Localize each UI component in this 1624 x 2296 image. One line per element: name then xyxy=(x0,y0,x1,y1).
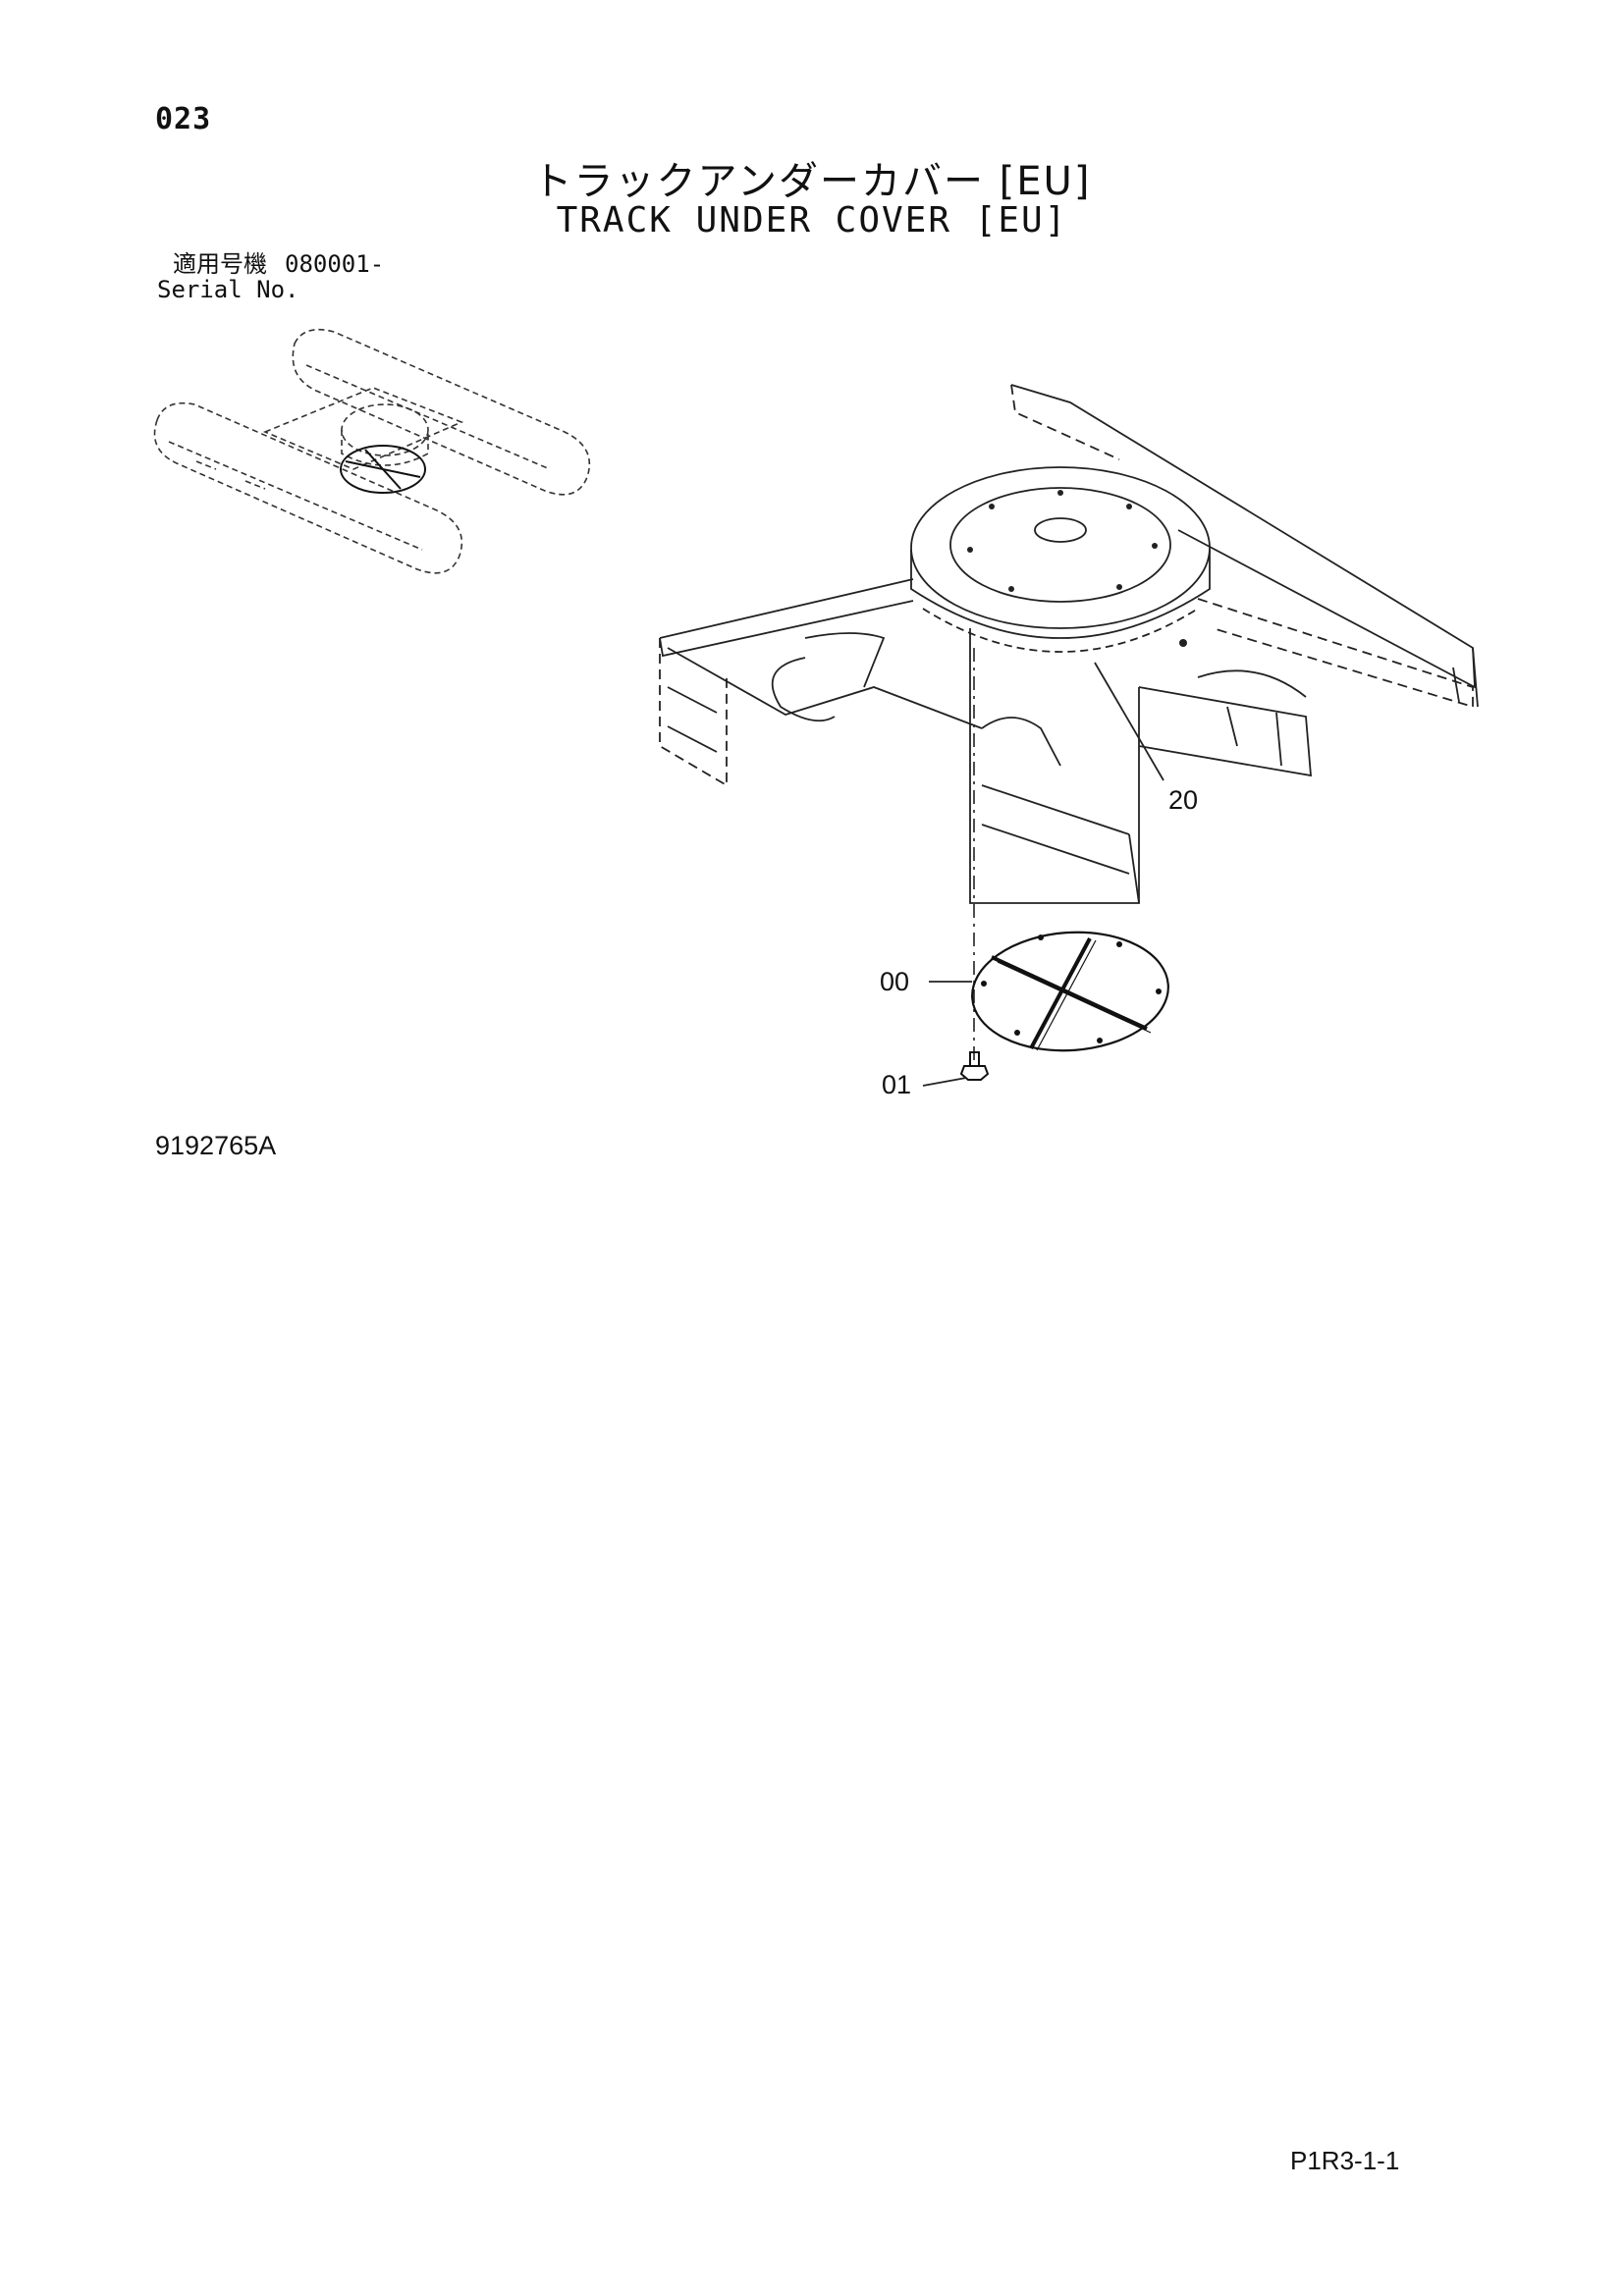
undercarriage-overview-icon xyxy=(153,328,591,574)
bolt-icon xyxy=(959,1051,990,1081)
leader-bolt xyxy=(922,1077,967,1087)
page-title-japanese: トラックアンダーカバー [EU] xyxy=(532,159,1092,204)
figure-code: 9192765A xyxy=(155,1131,277,1160)
page-title-english: TRACK UNDER COVER [EU] xyxy=(556,200,1068,240)
under-cover-plate-overview xyxy=(340,445,426,494)
serial-label-english: Serial No. xyxy=(157,276,299,303)
callout-cover: 00 xyxy=(880,967,910,996)
page-number: 023 xyxy=(155,102,212,136)
leader-frame xyxy=(1094,662,1164,781)
serial-row: 適用号機 080001- xyxy=(157,251,384,277)
callout-bolt: 01 xyxy=(882,1070,912,1099)
serial-label-japanese: 適用号機 xyxy=(173,250,267,278)
track-frame-drawing xyxy=(659,384,1479,904)
callout-frame: 20 xyxy=(1168,785,1199,815)
under-cover-plate xyxy=(971,931,1169,1052)
serial-value: 080001- xyxy=(285,250,385,278)
page-reference: P1R3-1-1 xyxy=(1290,2146,1400,2175)
serial-number-block: 適用号機 080001- Serial No. xyxy=(157,251,384,302)
